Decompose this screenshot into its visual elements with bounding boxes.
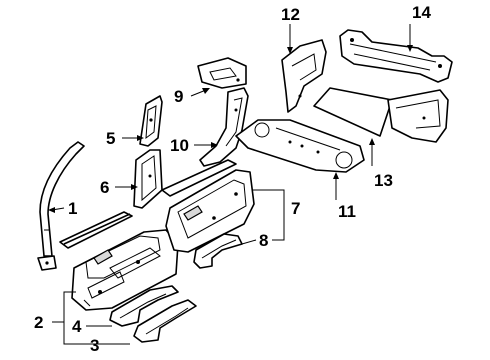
part-9-upper-quarter-trim: [197, 57, 247, 89]
sill-plate-center: [161, 159, 237, 197]
part-10-quarter-pillar-trim: [199, 87, 249, 167]
part-5-upper-pillar-trim: [139, 95, 163, 147]
callout-11: 11: [338, 202, 356, 221]
callout-10: 10: [170, 136, 189, 155]
callout-9: 9: [174, 87, 183, 106]
part-1-windshield-pillar-trim: [37, 141, 85, 271]
callout-14: 14: [412, 3, 431, 22]
callout-2: 2: [34, 313, 43, 332]
part-4-armrest-upper: [109, 285, 179, 327]
callout-8: 8: [259, 231, 268, 250]
leader-lines: [48, 24, 413, 345]
callout-labels: 1 2 3 4 5 6 7 8 9 10 11 12 13 14: [34, 3, 431, 355]
part-13-trunk-side-trim: [387, 89, 449, 143]
part-11-package-tray: [235, 119, 365, 173]
callout-3: 3: [90, 336, 99, 355]
callout-7: 7: [291, 199, 300, 218]
part-2-front-door-trim-panel: [71, 229, 179, 311]
part-12-quarter-bracket: [281, 39, 327, 113]
callout-5: 5: [106, 129, 115, 148]
callout-12: 12: [281, 5, 300, 24]
callout-4: 4: [72, 317, 82, 336]
part-14-rear-trim-panel: [339, 29, 453, 83]
part-3-armrest-lower: [133, 299, 197, 343]
part-7-rear-trim-panel: [165, 169, 255, 253]
trunk-floor-mat: [313, 87, 393, 137]
callout-1: 1: [68, 199, 77, 218]
part-6-lower-pillar-trim: [133, 149, 163, 209]
sill-plate-left: [59, 211, 133, 249]
callout-13: 13: [374, 171, 393, 190]
callout-6: 6: [100, 178, 109, 197]
part-8-rear-armrest: [193, 233, 243, 269]
